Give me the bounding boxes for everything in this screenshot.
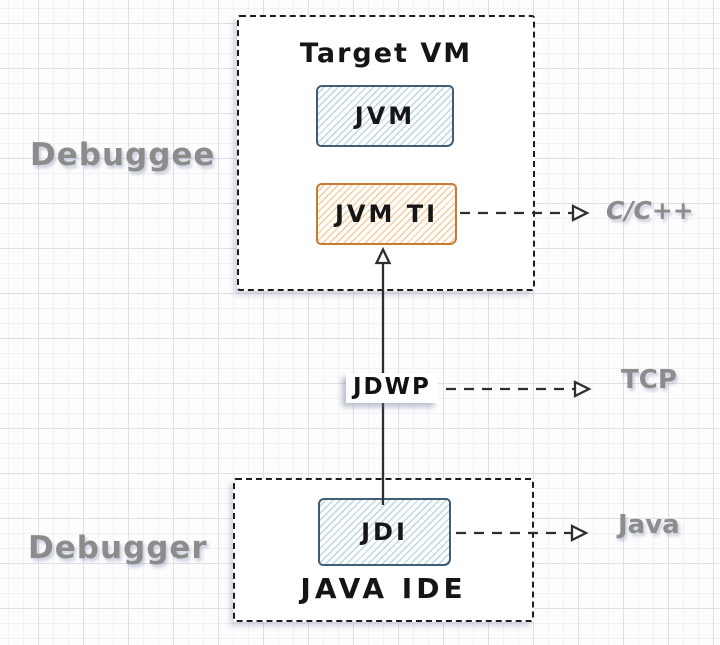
target-vm-box: Target VM (237, 15, 535, 291)
tcp-label: TCP (621, 365, 677, 395)
jvm-node: JVM (316, 85, 454, 147)
debuggee-label: Debuggee (30, 137, 216, 173)
java-label: Java (618, 510, 680, 540)
java-ide-title: JAVA IDE (300, 572, 467, 605)
jvmti-node: JVM TI (316, 183, 457, 245)
jdwp-to-tcp-arrow (428, 380, 592, 398)
target-vm-title: Target VM (299, 38, 473, 69)
debugger-label: Debugger (28, 530, 208, 566)
cpp-label: C/C++ (606, 196, 694, 225)
jdi-node: JDI (318, 498, 451, 566)
jdwp-label: JDWP (346, 373, 438, 403)
